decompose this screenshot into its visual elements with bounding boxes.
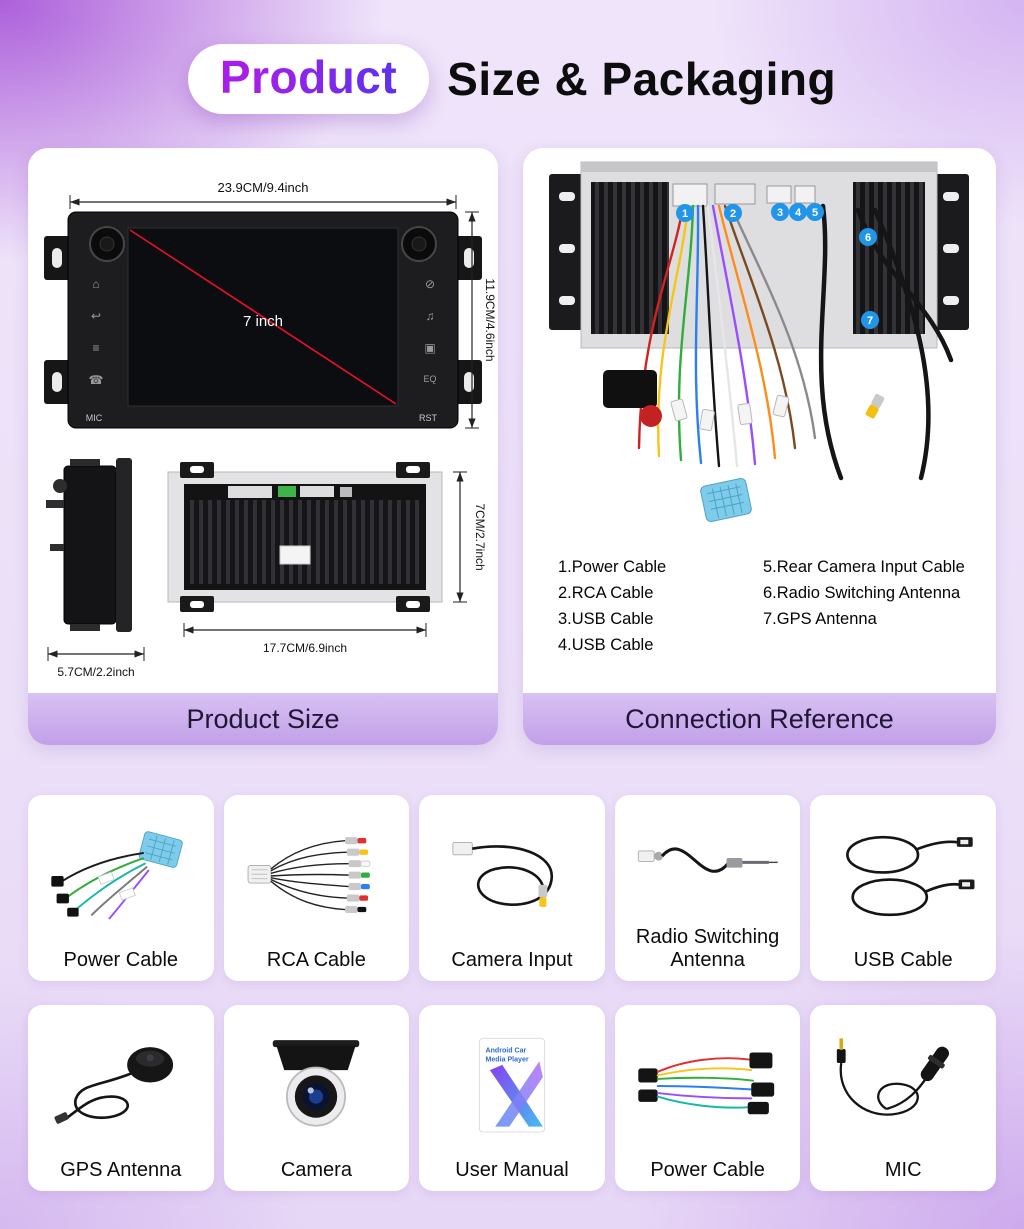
front-width-label: 23.9CM/9.4inch [217,180,308,195]
accessory-card-rca-cable: RCA Cable [223,795,410,981]
camera-image [273,1039,360,1127]
callout-1: 1 [682,208,688,220]
accessory-card-power-cable-2: Power Cable [614,1005,801,1191]
mic-port-label: MIC [86,413,103,423]
radio-switching-antenna-image [637,847,778,873]
gps-antenna-image [54,1046,173,1124]
page-header: Product Size & Packaging [0,44,1024,114]
accessory-card-user-manual: Android Car Media Player User Manual [419,1005,605,1191]
accessory-card-power-cable: Power Cable [28,795,214,981]
accessory-label: Power Cable [650,1158,765,1181]
accessories-grid: Power Cable RCA Cable [28,795,996,1191]
legend-item-7: 7.GPS Antenna [763,610,877,628]
music-icon: ♫ [426,309,435,323]
menu-icon: ≡ [92,341,99,355]
connection-illustration: 1 2 3 4 5 6 7 [549,161,969,522]
apps-icon: ▣ [424,341,435,355]
manual-cover-line1: Android Car [486,1047,527,1054]
callout-2: 2 [730,208,736,220]
rca-cable-image [248,836,371,913]
connection-reference-caption: Connection Reference [523,693,996,745]
callout-7: 7 [867,315,873,327]
callout-5: 5 [812,207,818,219]
product-size-caption: Product Size [28,693,498,745]
callout-markers: 1 2 3 4 5 6 7 [676,203,879,329]
callout-6: 6 [865,232,871,244]
accessory-label: USB Cable [853,948,953,971]
accessory-label: RCA Cable [266,948,366,971]
product-badge: Product [187,44,430,114]
home-icon: ⌂ [92,277,99,291]
accessory-card-camera: Camera [223,1005,410,1191]
accessory-card-mic: MIC [810,1005,996,1191]
product-size-illustration: 23.9CM/9.4inch 7 inch ⌂ ↩ ≡ ☎ ⊘ ♫ ▣ EQ [44,180,497,679]
accessory-card-gps-antenna: GPS Antenna [28,1005,214,1191]
accessory-card-camera-input: Camera Input [419,795,605,981]
accessory-card-radio-switching-antenna: Radio Switching Antenna [614,795,801,981]
legend-item-3: 3.USB Cable [558,610,654,628]
back-icon: ↩ [91,309,101,323]
accessory-card-usb-cable: USB Cable [810,795,996,981]
manual-cover-line2: Media Player [486,1056,529,1063]
user-manual-image: Android Car Media Player [478,1037,546,1133]
depth-label: 5.7CM/2.2inch [57,665,134,679]
page-title: Size & Packaging [447,53,837,105]
power-cable-2-image [637,1052,774,1115]
accessory-label: GPS Antenna [60,1158,182,1181]
usb-cable-image [846,835,975,916]
accessory-label: User Manual [455,1158,569,1181]
back-height-label: 7CM/2.7inch [473,503,487,570]
screen-size-label: 7 inch [243,313,283,330]
front-button-icons: ⌂ ↩ ≡ ☎ ⊘ ♫ ▣ EQ [89,277,437,387]
camera-input-image [452,841,554,907]
product-size-panel: 23.9CM/9.4inch 7 inch ⌂ ↩ ≡ ☎ ⊘ ♫ ▣ EQ [28,148,498,745]
legend-item-5: 5.Rear Camera Input Cable [763,558,965,576]
callout-3: 3 [777,207,783,219]
connection-legend-right: 5.Rear Camera Input Cable 6.Radio Switch… [763,554,965,632]
phone-icon: ☎ [89,373,104,387]
mic-image [837,1038,950,1116]
legend-item-4: 4.USB Cable [558,636,654,654]
accessory-label: Camera [280,1158,352,1181]
power-cable-image [51,831,183,920]
eq-label: EQ [423,374,436,384]
back-width-label: 17.7CM/6.9inch [263,641,347,655]
accessory-label: Camera Input [451,948,573,971]
legend-item-6: 6.Radio Switching Antenna [763,584,961,602]
legend-item-2: 2.RCA Cable [558,584,654,602]
front-height-label: 11.9CM/4.6inch [483,278,497,361]
product-badge-label: Product [219,51,398,103]
legend-item-1: 1.Power Cable [558,558,667,576]
connection-legend-left: 1.Power Cable 2.RCA Cable 3.USB Cable 4.… [558,554,666,658]
accessory-label: Radio Switching Antenna [635,926,780,971]
connection-reference-panel: 1 2 3 4 5 6 7 1.Power Cable 2.RCA Cable … [523,148,996,745]
rst-port-label: RST [419,413,438,423]
accessory-label: MIC [884,1158,922,1181]
accessory-label: Power Cable [63,948,179,971]
callout-4: 4 [795,207,802,219]
mute-icon: ⊘ [425,277,435,291]
